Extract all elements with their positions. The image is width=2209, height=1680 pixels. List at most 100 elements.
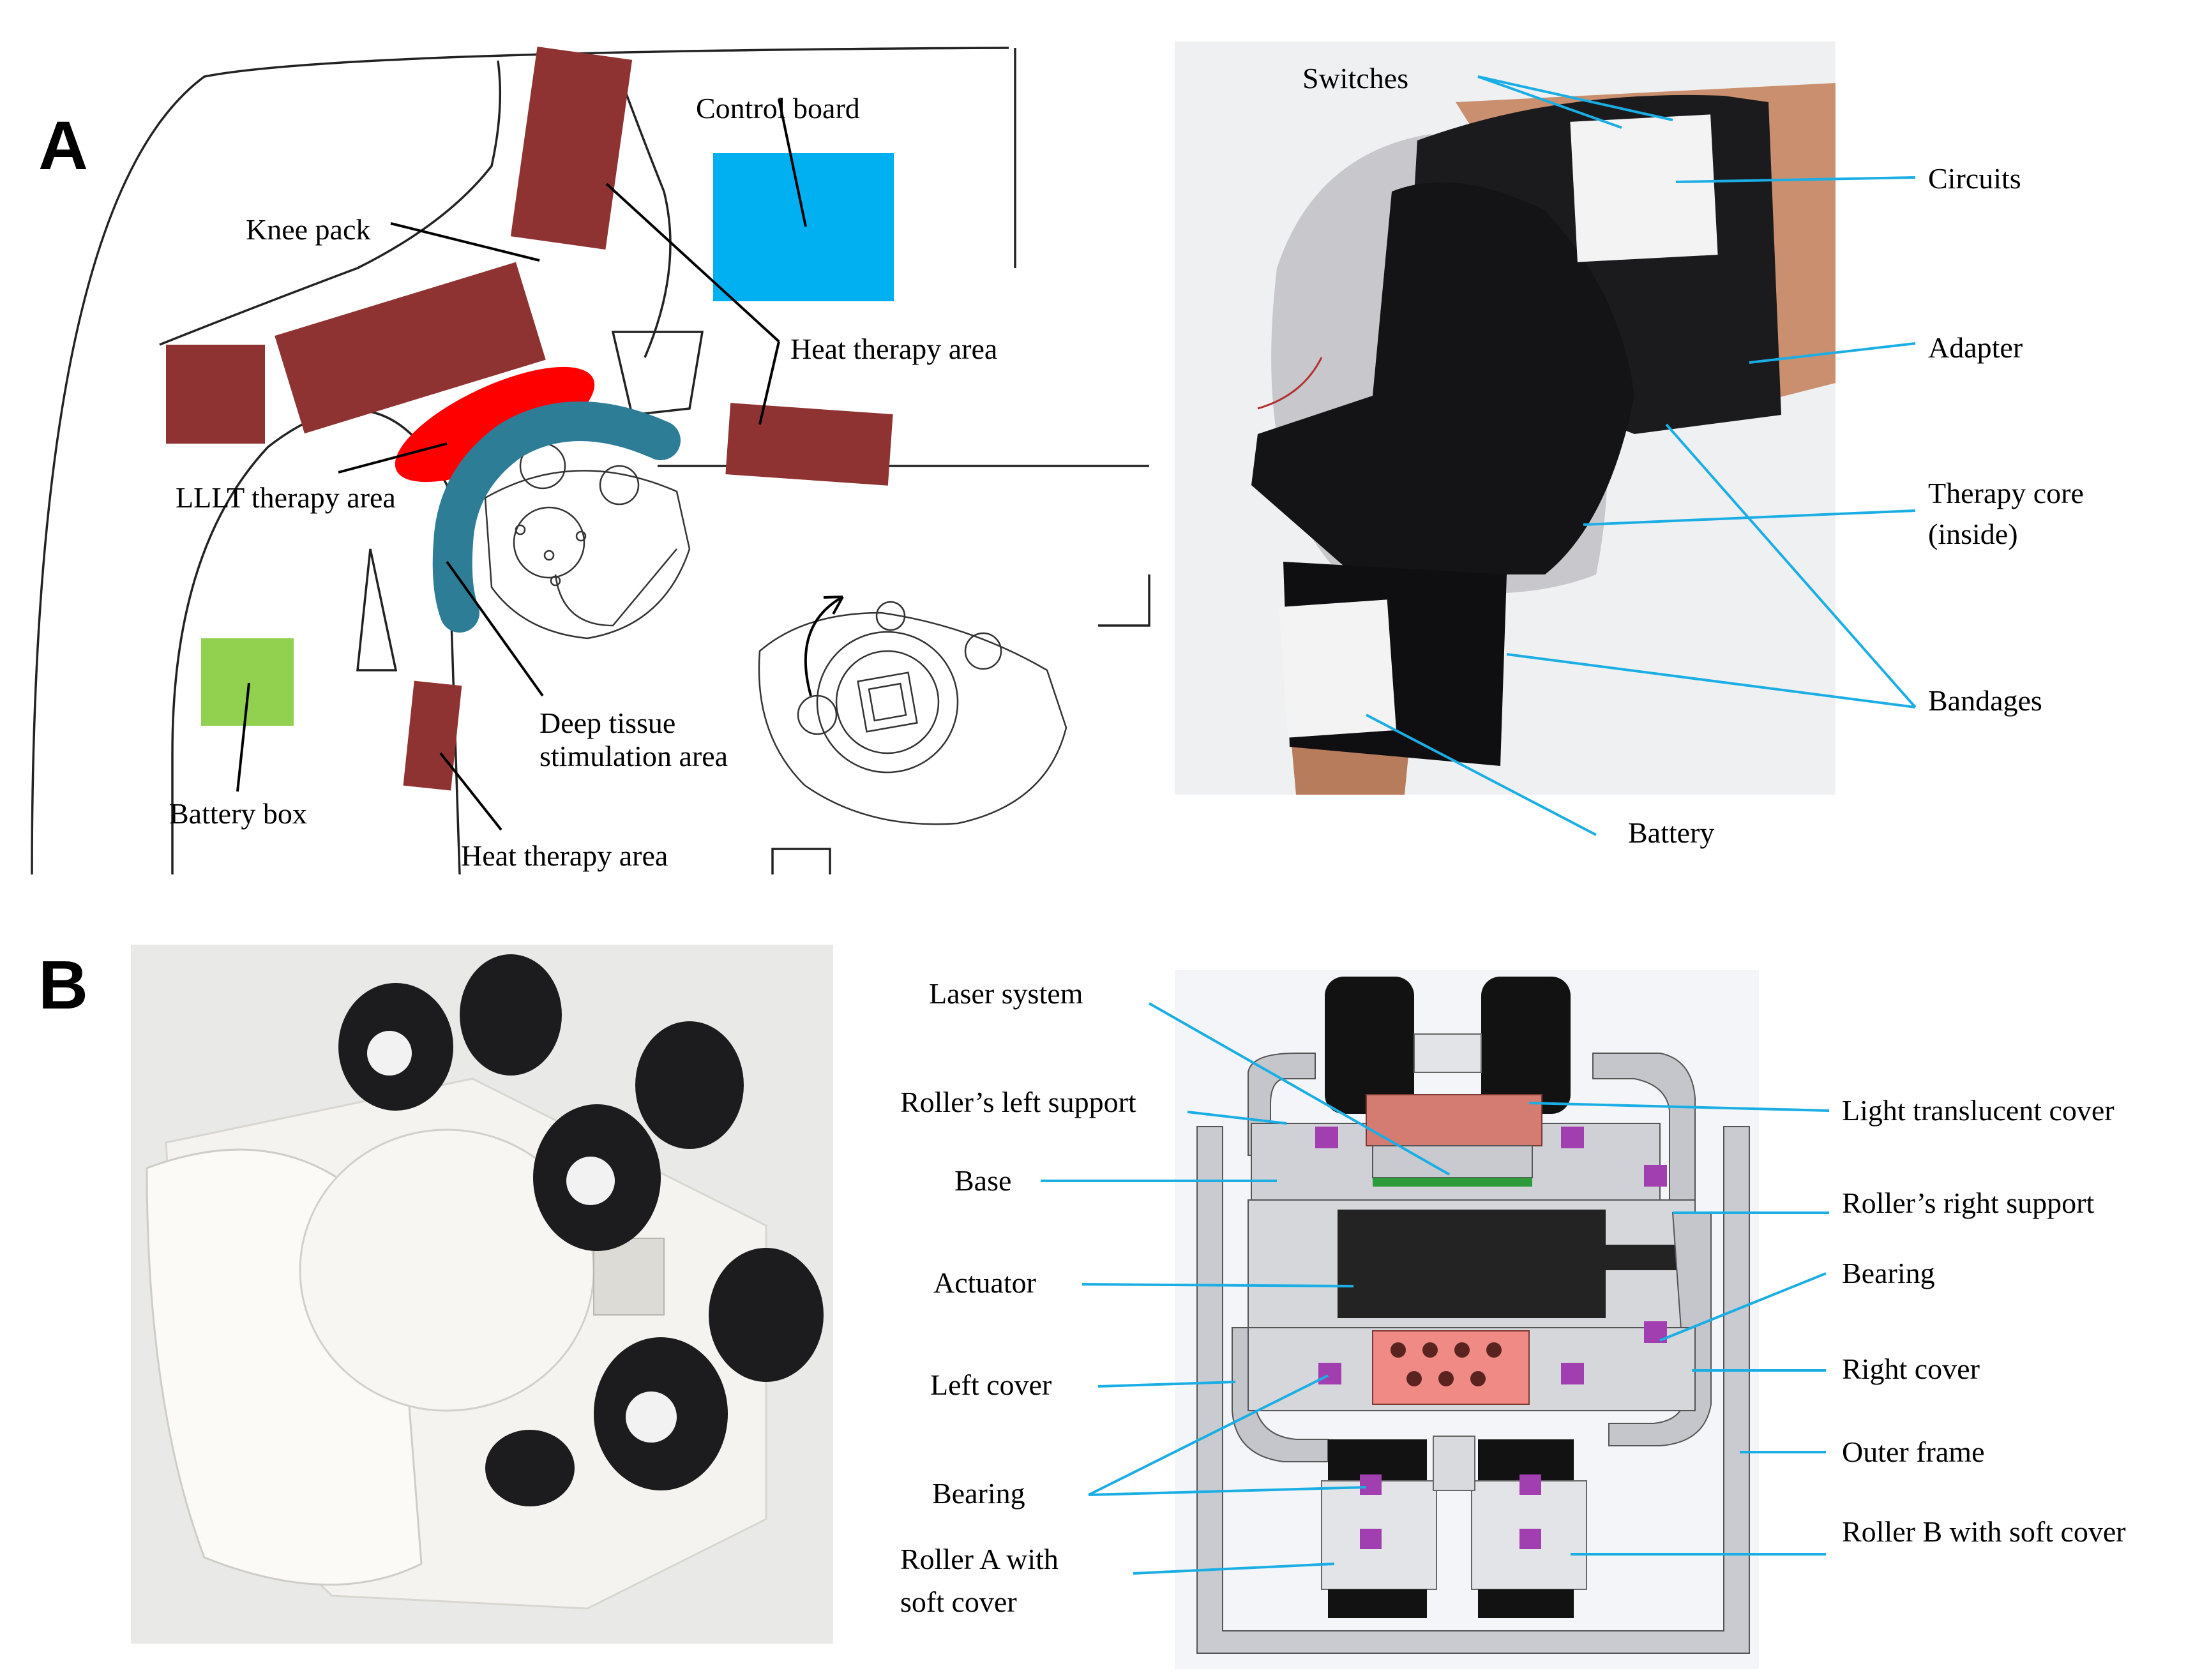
pack-curve-upper [612,57,672,358]
leader-actuator [1082,1283,1354,1287]
pink-hole-1 [1391,1342,1406,1358]
leader-lllt [338,442,448,474]
bearing-6 [1561,1363,1584,1384]
pad-outline [611,331,704,416]
inset-roller-1 [797,694,838,735]
heat-pad-bottom [403,680,462,791]
roller-6-hub [626,1391,677,1443]
laser-pcb [1373,1178,1532,1187]
bearing-2 [1561,1127,1584,1148]
bearing-8 [1519,1474,1541,1495]
battery-box-photo [1279,599,1396,738]
label-rollers-right-support: Roller’s right support [1842,1187,2094,1219]
label-left-cover: Left cover [930,1369,1052,1401]
heat-pad-left [166,345,265,444]
bearing-7 [1360,1474,1382,1495]
pink-hole-7 [1470,1371,1486,1386]
label-heat-therapy-bottom: Heat therapy area [461,839,668,872]
leader-left-cover [1097,1381,1236,1388]
roller-7 [485,1430,575,1506]
label-control-board: Control board [696,92,860,124]
label-outer-frame: Outer frame [1842,1436,1985,1468]
bearing-10 [1519,1529,1541,1549]
label-light-translucent-cover: Light translucent cover [1842,1094,2115,1127]
core-arc [554,548,677,627]
leader-circuits [1675,176,1916,183]
panel-a-photo: Switches Circuits Adapter Therapy core (… [1175,41,2084,849]
label-knee-pack: Knee pack [246,213,370,246]
label-bearing-right: Bearing [1842,1257,1935,1289]
pink-hole-3 [1454,1342,1470,1358]
rotation-arrowhead-icon [823,596,844,615]
core-roller-circle-2 [599,465,640,506]
heat-pad-center [275,262,546,434]
bearing-9 [1360,1529,1382,1549]
leg-outline-outer [31,47,1009,875]
inset-roller-3 [875,601,906,631]
actuator-shaft [1606,1245,1682,1270]
brace-core [1251,182,1634,574]
leader-bearing-b [1088,1486,1367,1496]
inset-housing [758,611,1067,825]
label-therapy-core-1: Therapy core [1928,477,2084,509]
roller-5 [709,1248,824,1382]
core-housing [484,470,691,640]
leg-outline-inner [171,409,461,875]
deep-tissue-area [432,401,681,633]
core-vent-grid [593,1238,665,1316]
leader-laser-system [1149,1002,1450,1176]
wire [1257,357,1323,410]
leader-bearing-right [1659,1272,1827,1342]
shin-outline [356,548,398,671]
leader-switches-b [1477,75,1622,129]
laser-pink-block [1372,1330,1530,1405]
bearing-1 [1315,1127,1338,1148]
panel-b-photo [131,945,833,1644]
bearing-3 [1644,1165,1667,1187]
label-roller-b: Roller B with soft cover [1842,1515,2126,1548]
top-roller-left [1325,977,1414,1114]
leader-switches-a [1477,75,1673,121]
top-roller-axle [1414,1033,1482,1073]
panel-a-letter: A [38,107,88,184]
label-roller-a-1: Roller A with [900,1543,1059,1575]
leader-control-board [778,98,807,227]
heat-pad-right [725,403,893,486]
battery-box-area [201,638,294,726]
leader-heat-top-b [758,341,780,425]
leader-battery-photo [1366,714,1597,836]
pink-hole-6 [1438,1371,1454,1386]
inset-lens-box [857,671,918,733]
label-switches: Switches [1302,62,1408,94]
bottom-roller-b-low [1478,1589,1574,1618]
inset-roller-2 [964,632,1002,670]
knee-pack-outline [159,60,502,346]
label-battery-box: Battery box [169,797,307,830]
inset-lens-inner [868,682,907,722]
label-lllt-therapy: LLLT therapy area [176,481,396,514]
label-roller-a-2: soft cover [900,1586,1017,1618]
label-bandages: Bandages [1928,684,2042,717]
label-actuator: Actuator [933,1266,1036,1299]
label-base: Base [954,1164,1011,1197]
panel-a-schematic: Control board Knee pack Heat therapy are… [31,47,1150,875]
label-heat-therapy-top: Heat therapy area [790,333,997,365]
outer-frame [1196,1126,1750,1654]
label-battery-photo: Battery [1628,816,1714,849]
laser-block [1366,1094,1542,1146]
panel-b-letter: B [38,946,88,1023]
core-hole-4 [550,575,561,587]
leader-adapter [1749,342,1916,364]
circuits-box [1570,114,1718,262]
pink-hole-5 [1406,1371,1422,1386]
core-hole-3 [575,530,587,542]
lower-frame [771,848,831,874]
leader-heat-top-a [605,183,780,343]
label-bearing-left: Bearing [932,1477,1025,1510]
leader-deep-tissue [446,560,544,697]
label-laser-system: Laser system [929,977,1083,1010]
leader-heat-bottom [439,752,502,831]
roller-4-hub [566,1157,615,1205]
leader-battery-box [236,682,250,792]
